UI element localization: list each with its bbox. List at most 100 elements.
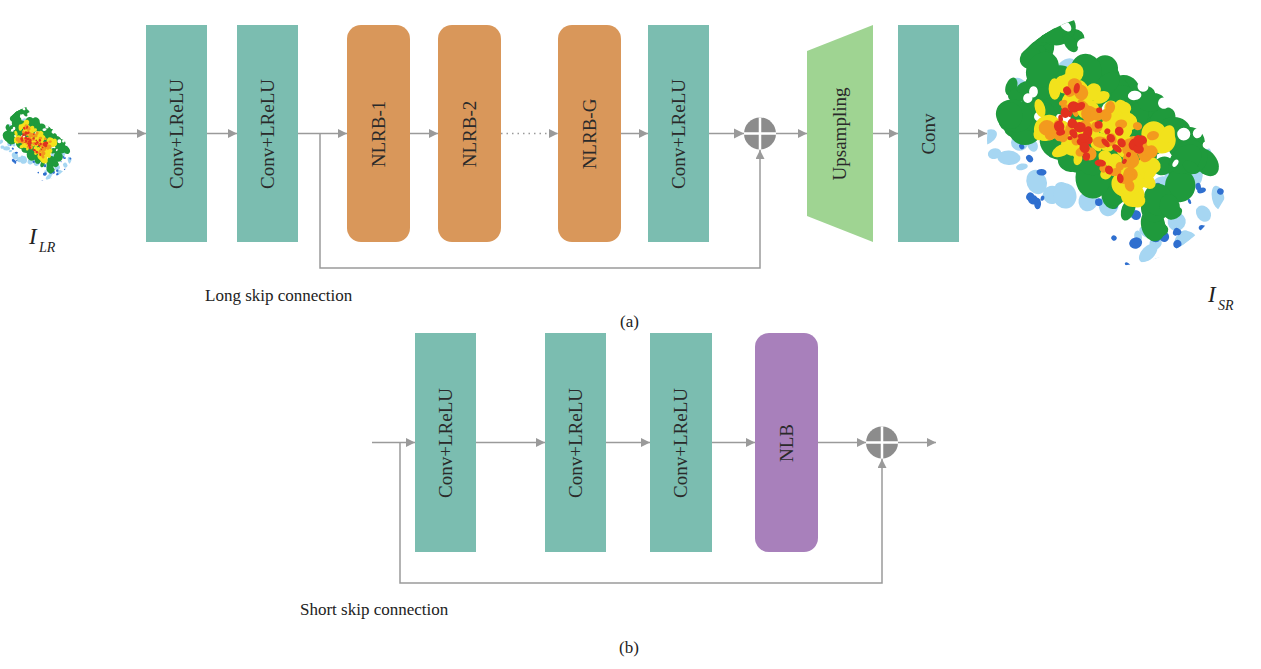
radar-echo <box>56 169 59 172</box>
radar-echo <box>20 137 24 141</box>
nlrb-block: NLRB-1 <box>347 25 410 242</box>
radar-echo <box>1156 96 1171 111</box>
radar-echo <box>19 155 27 164</box>
radar-echo <box>1104 164 1115 175</box>
radar-echo <box>1165 255 1179 267</box>
radar-echo <box>1216 187 1224 195</box>
radar-echo <box>1062 85 1073 96</box>
radar-echo <box>1193 240 1212 260</box>
radar-echo <box>32 137 35 140</box>
block-label: Conv+LReLU <box>166 79 188 189</box>
radar-echo <box>45 125 49 128</box>
radar-echo <box>56 149 59 152</box>
radar-echo <box>32 160 34 163</box>
sum-input-arrow <box>818 442 866 444</box>
radar-image <box>0 103 73 191</box>
radar-echo <box>42 142 47 147</box>
radar-echo <box>1058 99 1068 107</box>
radar-echo <box>1111 143 1124 155</box>
radar-image <box>975 7 1229 297</box>
radar-echo <box>1145 254 1171 279</box>
radar-echo <box>1172 238 1183 250</box>
radar-echo <box>1031 26 1064 44</box>
radar-echo <box>51 139 57 145</box>
radar-echo <box>19 123 32 137</box>
radar-echo <box>1127 90 1142 101</box>
radar-echo <box>1145 145 1158 158</box>
radar-echo <box>40 148 42 150</box>
radar-echo <box>1051 181 1078 210</box>
radar-echo <box>1124 262 1131 268</box>
radar-echo <box>12 159 16 163</box>
arrow-head <box>734 129 744 139</box>
block-label: Upsampling <box>829 87 851 180</box>
radar-echo <box>1113 125 1125 137</box>
radar-echo <box>1057 17 1073 33</box>
image-label: I <box>1208 282 1216 308</box>
radar-echo <box>1094 121 1103 129</box>
flow-arrow <box>207 133 237 135</box>
sum-circle <box>866 427 898 459</box>
radar-echo <box>42 159 48 164</box>
radar-echo <box>42 146 44 148</box>
radar-echo <box>42 128 46 131</box>
radar-echo <box>1078 140 1092 154</box>
radar-echo <box>69 157 72 159</box>
radar-echo <box>33 133 35 135</box>
block-label: NLRB-2 <box>459 100 481 167</box>
radar-echo <box>37 171 39 173</box>
radar-echo <box>997 100 1025 130</box>
radar-echo <box>1094 159 1106 167</box>
radar-echo <box>63 156 65 159</box>
flow-arrow <box>712 442 755 444</box>
radar-echo <box>3 131 11 140</box>
radar-echo <box>1177 128 1190 141</box>
radar-echo <box>1110 234 1118 242</box>
block-label: Conv+LReLU <box>670 388 692 498</box>
input-arrow <box>78 133 146 135</box>
radar-echo <box>48 138 59 149</box>
sum-cross <box>744 118 776 150</box>
radar-echo <box>1121 158 1128 165</box>
radar-echo <box>13 109 23 114</box>
radar-echo <box>1026 193 1040 206</box>
block-label: Conv <box>918 113 940 154</box>
radar-echo <box>57 139 61 143</box>
radar-echo <box>1040 195 1045 201</box>
radar-echo <box>1177 264 1194 280</box>
block-label: Conv+LReLU <box>257 79 279 189</box>
radar-echo <box>1209 184 1226 211</box>
radar-echo <box>1082 152 1091 162</box>
radar-echo <box>24 142 26 143</box>
flow-arrow <box>298 133 347 135</box>
flow-arrow <box>410 133 438 135</box>
radar-echo <box>1116 173 1124 183</box>
block-label: NLRB-G <box>579 98 601 169</box>
sum-circle <box>744 118 776 150</box>
radar-echo <box>1191 127 1203 140</box>
radar-echo <box>27 141 31 143</box>
radar-echo <box>1132 121 1143 131</box>
trapezoid-fill <box>807 25 873 242</box>
output-arrow <box>898 442 936 444</box>
radar-echo <box>48 177 56 185</box>
radar-echo <box>54 181 61 190</box>
radar-echo <box>1058 114 1064 122</box>
radar-echo <box>1157 192 1183 222</box>
radar-echo <box>27 112 32 116</box>
radar-echo <box>21 106 26 111</box>
radar-echo <box>1128 236 1144 250</box>
radar-echo <box>41 180 43 182</box>
block-label: NLB <box>776 424 798 462</box>
output-arrow <box>959 133 987 135</box>
radar-echo <box>19 124 23 131</box>
conv-block: Conv+LReLU <box>648 25 709 242</box>
radar-echo <box>1096 107 1103 114</box>
radar-echo <box>40 149 43 152</box>
radar-echo <box>21 135 23 137</box>
radar-echo <box>39 153 41 156</box>
block-label: Conv+LReLU <box>435 388 457 498</box>
radar-echo <box>1067 136 1072 140</box>
nlrb-block: NLRB-2 <box>438 25 501 242</box>
radar-echo <box>1121 158 1132 169</box>
